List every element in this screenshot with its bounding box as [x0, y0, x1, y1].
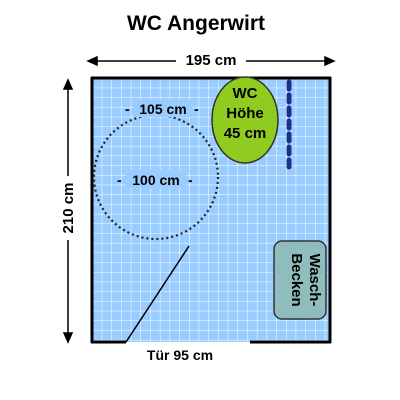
height-label: 210 cm [60, 183, 77, 234]
turning-circle-diameter-left-dash: - [117, 172, 122, 188]
width-label: 195 cm [186, 52, 237, 69]
toilet [211, 76, 279, 164]
walls [90, 76, 332, 344]
door-label: Tür 95 cm [147, 347, 213, 363]
turning-circle-diameter-right-dash: - [188, 172, 193, 188]
turning-circle-width-label: 105 cm [139, 101, 186, 117]
toilet-label-line1: WC [233, 85, 258, 102]
sink-label-line1: Wasch- [306, 254, 323, 307]
page-title: WC Angerwirt [127, 12, 265, 35]
toilet-label-line2: Höhe [226, 105, 264, 122]
door-swing [125, 245, 190, 343]
turning-circle-diameter-label: 100 cm [132, 172, 179, 188]
toilet-label-line3: 45 cm [224, 125, 267, 142]
turning-circle-width-left-dash: - [125, 101, 130, 117]
sink [273, 240, 327, 320]
sink-label-line2: Becken [288, 253, 305, 306]
turning-circle-width-right-dash: - [194, 101, 199, 117]
